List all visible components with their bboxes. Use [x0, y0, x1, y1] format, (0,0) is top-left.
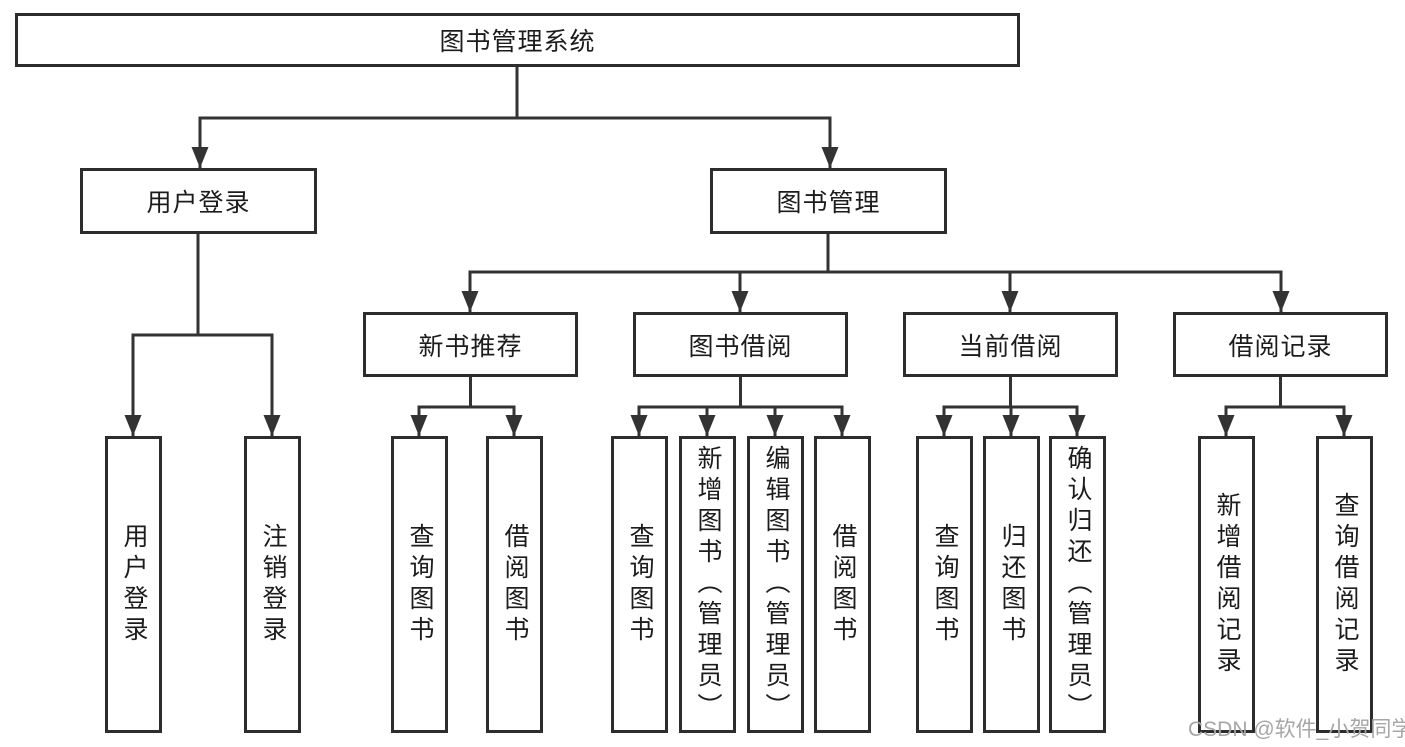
arrows-leaves [124, 335, 1353, 436]
node-book-management: 图书管理 [710, 168, 947, 234]
leaf-logout-label: 注销登录 [259, 522, 287, 647]
leaf-return-books: 归还图书 [983, 436, 1040, 733]
edge-user-login [131, 232, 274, 337]
edge-root [198, 65, 832, 120]
node-root: 图书管理系统 [15, 13, 1020, 67]
node-book-borrowing-label: 图书借阅 [688, 332, 793, 361]
leaf-edit-books-admin: 编辑图书（管理员） [747, 436, 804, 733]
leaf-borrow-books-label: 借阅图书 [829, 522, 857, 647]
leaf-query-books-borrow-label: 查询图书 [626, 522, 654, 647]
leaf-query-books-recommend: 查询图书 [391, 436, 448, 733]
node-new-book-recommend: 新书推荐 [363, 312, 578, 377]
node-user-login-label: 用户登录 [146, 189, 251, 217]
edge-book-borrowing [637, 375, 844, 409]
leaf-confirm-return-admin-label: 确认归还（管理员） [1064, 445, 1092, 724]
leaf-borrow-books-recommend-label: 借阅图书 [501, 522, 529, 647]
leaf-add-borrow-record: 新增借阅记录 [1198, 436, 1255, 733]
leaf-add-borrow-record-label: 新增借阅记录 [1213, 491, 1241, 678]
arrows-level2 [191, 118, 839, 168]
leaf-return-books-label: 归还图书 [998, 522, 1026, 647]
leaf-query-borrow-record: 查询借阅记录 [1316, 436, 1373, 733]
node-user-login: 用户登录 [80, 168, 317, 234]
leaf-edit-books-admin-label: 编辑图书（管理员） [762, 445, 790, 724]
node-root-label: 图书管理系统 [439, 28, 596, 56]
node-borrow-records-label: 借阅记录 [1228, 332, 1333, 361]
edge-book-management [468, 232, 1283, 274]
edge-new-book-recommend [417, 375, 516, 409]
leaf-borrow-books: 借阅图书 [814, 436, 871, 733]
edge-current-borrowing [942, 375, 1079, 409]
node-current-borrowing: 当前借阅 [903, 312, 1118, 377]
leaf-logout: 注销登录 [244, 436, 301, 733]
leaf-user-login: 用户登录 [105, 436, 162, 733]
leaf-borrow-books-recommend: 借阅图书 [486, 436, 543, 733]
node-book-management-label: 图书管理 [776, 189, 881, 217]
leaf-add-books-admin-label: 新增图书（管理员） [694, 445, 722, 724]
node-borrow-records: 借阅记录 [1173, 312, 1388, 377]
leaf-query-books-recommend-label: 查询图书 [406, 522, 434, 647]
leaf-add-books-admin: 新增图书（管理员） [679, 436, 736, 733]
leaf-user-login-label: 用户登录 [120, 522, 148, 647]
arrows-level3 [461, 272, 1290, 312]
edge-borrow-records [1224, 375, 1346, 409]
leaf-query-borrow-record-label: 查询借阅记录 [1331, 491, 1359, 678]
watermark-text: CSDN @软件_小贺同学 [1188, 718, 1405, 741]
leaf-confirm-return-admin: 确认归还（管理员） [1049, 436, 1106, 733]
leaf-query-books-current-label: 查询图书 [931, 522, 959, 647]
node-book-borrowing: 图书借阅 [633, 312, 848, 377]
node-current-borrowing-label: 当前借阅 [958, 332, 1063, 361]
leaf-query-books-current: 查询图书 [916, 436, 973, 733]
leaf-query-books-borrow: 查询图书 [611, 436, 668, 733]
node-new-book-recommend-label: 新书推荐 [418, 332, 523, 361]
